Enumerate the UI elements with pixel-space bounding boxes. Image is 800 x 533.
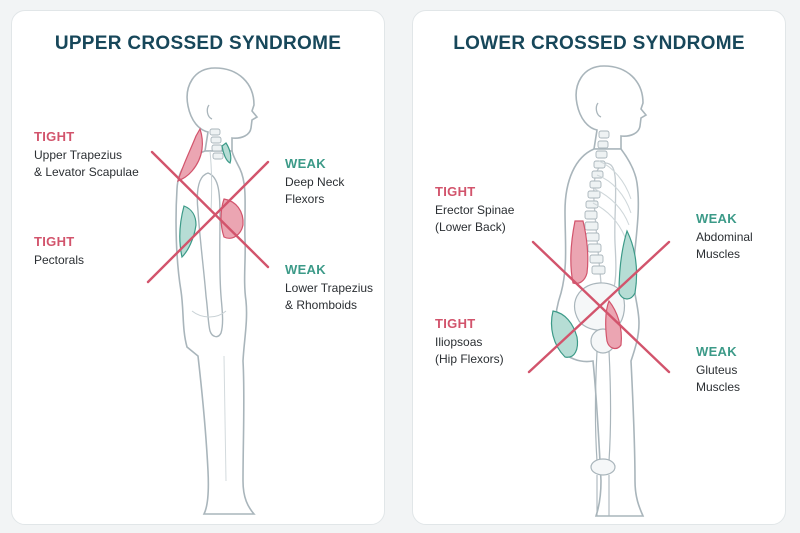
label-text: Abdominal Muscles bbox=[696, 230, 753, 261]
label-pectorals: TIGHT Pectorals bbox=[34, 234, 84, 269]
label-kind: WEAK bbox=[285, 156, 326, 171]
upper-crossed-panel: UPPER CROSSED SYNDROME bbox=[11, 10, 385, 525]
lower-trapezius-weak bbox=[179, 205, 197, 259]
label-kind: TIGHT bbox=[435, 184, 476, 199]
label-text: Iliopsoas (Hip Flexors) bbox=[435, 335, 504, 366]
label-upper-trapezius: TIGHT Upper Trapezius & Levator Scapulae bbox=[34, 129, 139, 181]
label-text: Lower Trapezius & Rhomboids bbox=[285, 281, 374, 312]
upper-trapezius-tight bbox=[177, 127, 203, 183]
lower-body-figure bbox=[527, 65, 671, 517]
label-text: Pectorals bbox=[34, 253, 85, 267]
label-gluteus: WEAK Gluteus Muscles bbox=[696, 344, 740, 396]
label-kind: TIGHT bbox=[435, 316, 476, 331]
lower-cross-line-b bbox=[527, 240, 671, 374]
deep-neck-flexors-weak bbox=[221, 142, 232, 164]
label-text: Deep Neck Flexors bbox=[285, 175, 345, 206]
label-text: Gluteus Muscles bbox=[696, 363, 741, 394]
label-kind: WEAK bbox=[285, 262, 326, 277]
upper-cross-line-b bbox=[146, 160, 270, 284]
label-text: Upper Trapezius & Levator Scapulae bbox=[34, 148, 139, 179]
label-kind: TIGHT bbox=[34, 129, 75, 144]
upper-crossed-title: UPPER CROSSED SYNDROME bbox=[54, 33, 342, 54]
label-lower-trapezius: WEAK Lower Trapezius & Rhomboids bbox=[285, 262, 373, 314]
lower-crossed-title: LOWER CROSSED SYNDROME bbox=[453, 33, 745, 54]
label-kind: WEAK bbox=[696, 211, 737, 226]
upper-cross-line-a bbox=[150, 150, 270, 269]
lower-head-outline bbox=[575, 65, 648, 150]
lower-cross-line-a bbox=[531, 240, 671, 374]
label-kind: WEAK bbox=[696, 344, 737, 359]
upper-head-outline bbox=[186, 67, 259, 152]
upper-body-figure bbox=[146, 67, 270, 515]
label-abdominals: WEAK Abdominal Muscles bbox=[696, 211, 753, 263]
abdominals-weak bbox=[618, 229, 638, 300]
label-deep-neck-flexors: WEAK Deep Neck Flexors bbox=[285, 156, 344, 208]
erector-spinae-tight bbox=[570, 220, 589, 285]
label-kind: TIGHT bbox=[34, 234, 75, 249]
label-text: Erector Spinae (Lower Back) bbox=[435, 203, 515, 234]
label-iliopsoas: TIGHT Iliopsoas (Hip Flexors) bbox=[435, 316, 504, 368]
iliopsoas-tight bbox=[605, 299, 622, 350]
label-erector-spinae: TIGHT Erector Spinae (Lower Back) bbox=[435, 184, 514, 236]
lower-crossed-panel: LOWER CROSSED SYNDROME bbox=[412, 10, 786, 525]
